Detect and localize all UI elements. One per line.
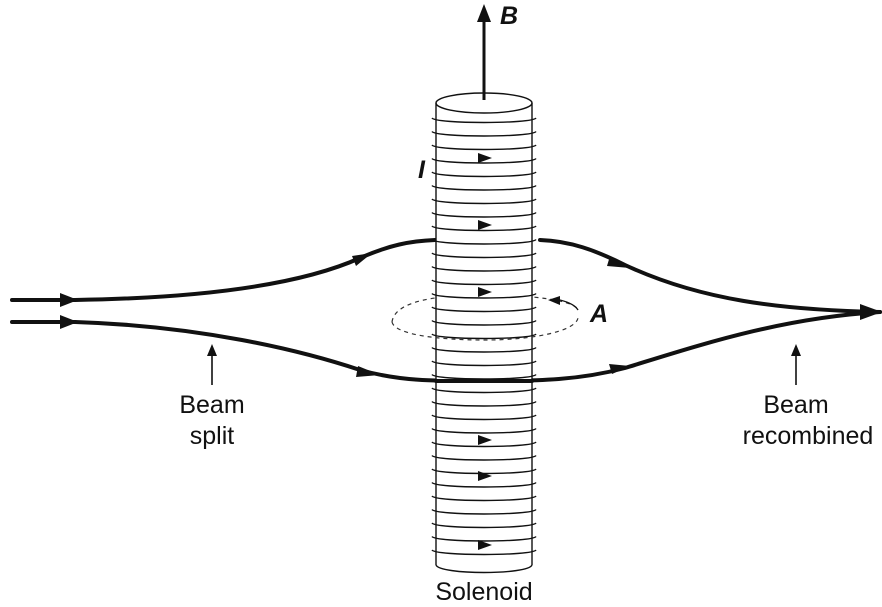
- current-arrow-icon: [478, 153, 492, 163]
- beam-split-pointer: [207, 344, 217, 385]
- coil-turn: [431, 252, 537, 259]
- arrow-icon: [609, 364, 630, 374]
- arrow-icon: [356, 366, 380, 377]
- coil-turn: [431, 427, 537, 434]
- coil-turn: [431, 454, 537, 461]
- current-arrows: [478, 153, 492, 550]
- current-arrow-icon: [478, 540, 492, 550]
- coil-turn: [431, 184, 537, 191]
- coil-turn: [431, 265, 537, 272]
- coil-turn: [431, 333, 537, 340]
- coil-turn: [431, 373, 537, 380]
- coil-turn: [431, 508, 537, 515]
- coil-turn: [431, 319, 537, 326]
- upper-beam-path: [73, 238, 882, 314]
- beam-split-label-line2: split: [190, 422, 235, 450]
- coil-turn: [431, 279, 537, 286]
- coil-turn: [431, 144, 537, 151]
- coil-turn: [431, 481, 537, 488]
- coil-turn: [431, 225, 537, 232]
- coil-turn: [431, 360, 537, 367]
- solenoid-coils: [431, 117, 537, 556]
- coil-turn: [431, 238, 537, 245]
- current-arrow-icon: [478, 435, 492, 445]
- coil-turn: [431, 130, 537, 137]
- coil-turn: [431, 157, 537, 164]
- current-arrow-icon: [478, 220, 492, 230]
- current-arrow-icon: [478, 471, 492, 481]
- flux-loop-front: [391, 317, 579, 341]
- beam-split-label-line1: Beam: [179, 391, 244, 419]
- coil-turn: [431, 495, 537, 502]
- arrow-up-icon: [477, 4, 491, 22]
- coil-turn: [431, 306, 537, 313]
- current-arrow-icon: [478, 287, 492, 297]
- arrow-icon: [60, 315, 78, 329]
- solenoid-label: Solenoid: [435, 578, 532, 606]
- current-label: I: [418, 156, 426, 184]
- beam-recombined-label-line1: Beam: [763, 391, 828, 419]
- arrow-icon: [607, 256, 630, 268]
- incoming-beam: [10, 293, 78, 329]
- coil-turn: [431, 522, 537, 529]
- area-label: A: [589, 300, 608, 328]
- coil-turn: [431, 549, 537, 556]
- arrow-icon: [352, 253, 372, 266]
- coil-turn: [431, 198, 537, 205]
- field-label: B: [500, 2, 518, 30]
- arrow-icon: [60, 293, 78, 307]
- coil-turn: [431, 387, 537, 394]
- flux-loop-arrow-icon: [548, 296, 560, 305]
- beam-recombined-label-line2: recombined: [743, 422, 874, 450]
- coil-turn: [431, 211, 537, 218]
- arrow-icon: [860, 304, 882, 320]
- coil-turn: [431, 292, 537, 299]
- coil-turn: [431, 346, 537, 353]
- coil-turn: [431, 535, 537, 542]
- coil-turn: [431, 117, 537, 124]
- beam-recombined-pointer: [791, 344, 801, 385]
- coil-turn: [431, 400, 537, 407]
- coil-turn: [431, 171, 537, 178]
- solenoid: [431, 92, 537, 574]
- coil-turn: [431, 441, 537, 448]
- coil-turn: [431, 414, 537, 421]
- magnetic-field-arrow: [477, 4, 491, 100]
